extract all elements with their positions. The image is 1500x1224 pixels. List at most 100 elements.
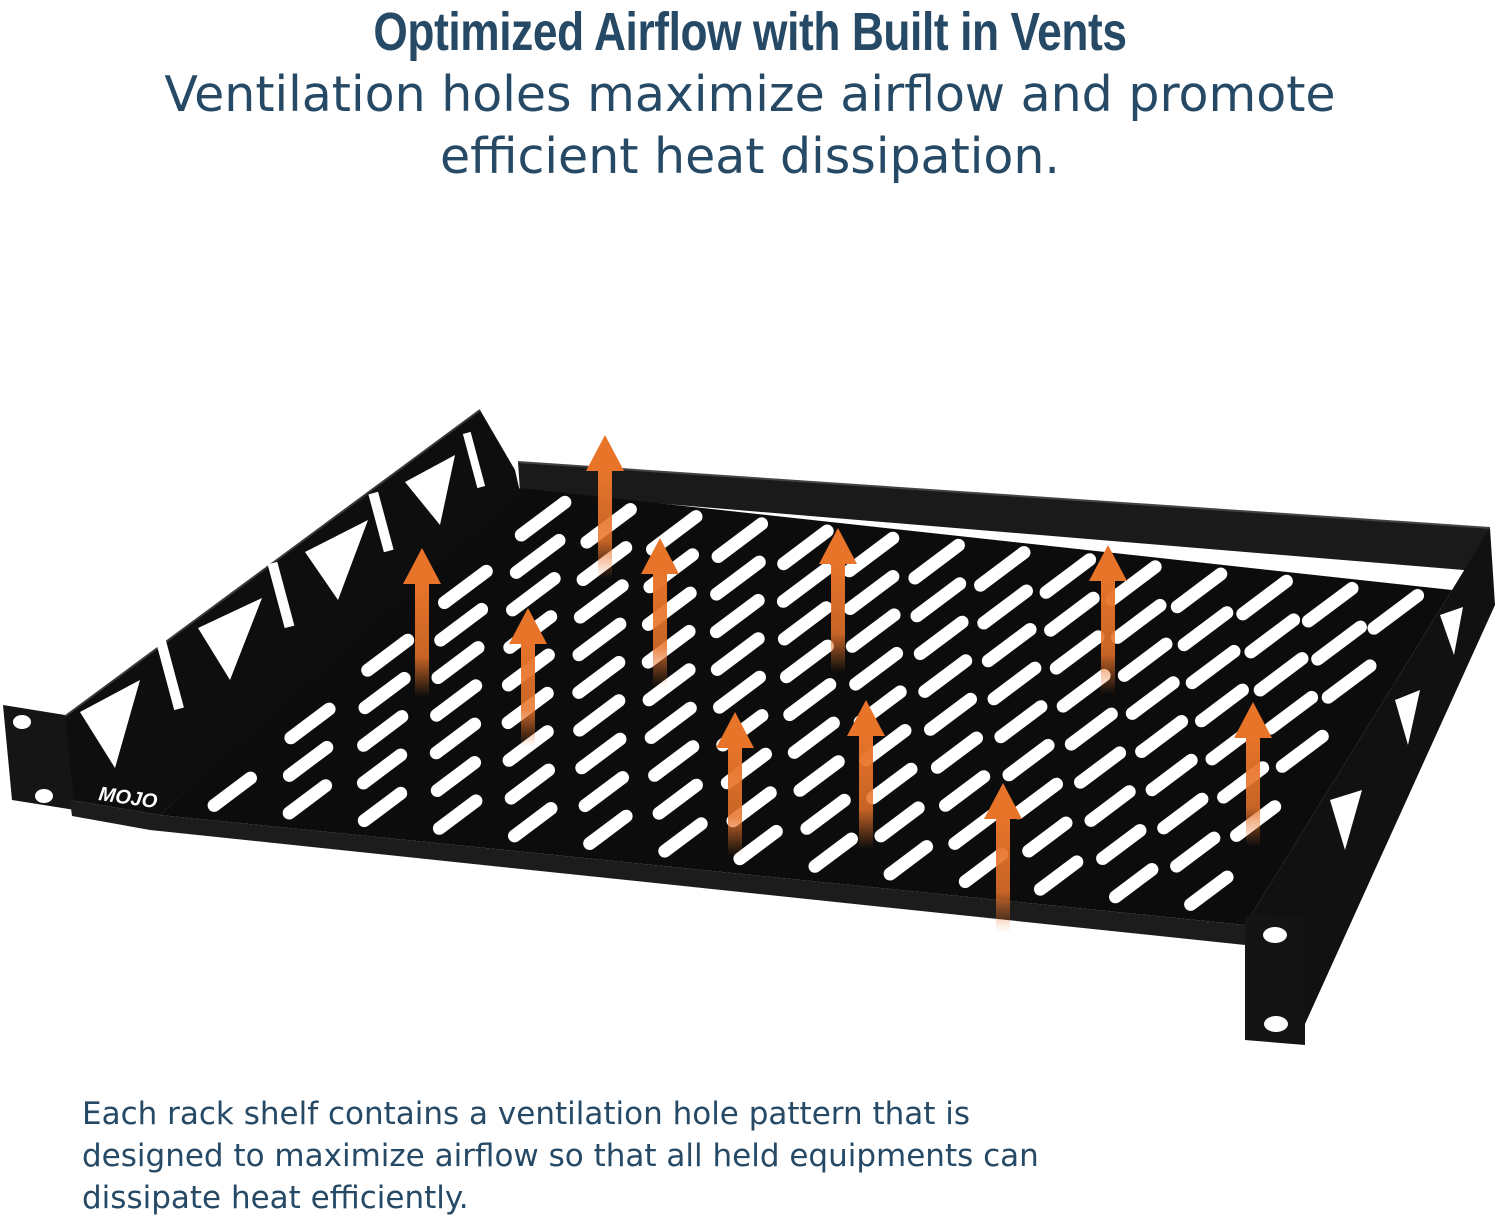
vent-slot [1109, 863, 1159, 904]
vent-slot [282, 740, 334, 782]
airflow-arrow-icon [1089, 545, 1127, 694]
vent-slot [1096, 824, 1147, 865]
vent-slot [431, 641, 485, 685]
vent-slot [430, 756, 482, 797]
vent-slot [842, 531, 900, 578]
vent-slot [1002, 738, 1055, 782]
vent-slot [1145, 753, 1198, 797]
vent-slot [713, 670, 766, 714]
vent-slot [1056, 668, 1111, 713]
vent-slot [808, 832, 858, 873]
vent-slot [711, 517, 769, 563]
vent-slot [1044, 591, 1100, 637]
vent-slot [282, 779, 333, 820]
vent-slot [981, 623, 1037, 668]
vent-slot [777, 524, 834, 571]
vent-slot [1244, 613, 1301, 659]
vent-slot [948, 808, 999, 850]
vent-slot [357, 710, 409, 752]
vent-slot [974, 546, 1031, 592]
vent-slot [506, 572, 561, 617]
vent-slot [800, 793, 851, 835]
vent-slot [1177, 606, 1234, 652]
vent-slot [1321, 659, 1377, 704]
vent-slot [573, 694, 626, 737]
airflow-arrow-icon [847, 700, 885, 849]
airflow-arrow-icon [984, 783, 1022, 932]
vent-slot [777, 601, 833, 646]
vent-slot [780, 639, 834, 684]
vent-slot [874, 801, 925, 843]
vent-slot [432, 794, 483, 835]
vent-slot [913, 615, 969, 661]
vent-slot [1125, 676, 1180, 720]
description-text: Each rack shelf contains a ventilation h… [82, 1096, 1039, 1216]
vent-slot [1185, 644, 1241, 690]
vent-slot [583, 809, 633, 850]
vent-slot [642, 663, 696, 707]
vent-slot [866, 762, 918, 805]
vent-slot [1074, 746, 1127, 789]
vent-slot [284, 702, 336, 745]
airflow-arrow-icon [509, 608, 547, 747]
vent-slot [508, 802, 558, 843]
airflow-arrow-icon [716, 712, 754, 856]
airflow-arrow-icon [819, 528, 857, 672]
vent-slot [709, 593, 765, 639]
vent-slot [1170, 567, 1228, 614]
vent-slot [845, 608, 901, 653]
vent-slot [1236, 574, 1293, 621]
vent-slot [930, 731, 983, 774]
vent-slot [1117, 637, 1173, 682]
vent-slot [958, 847, 1009, 889]
vent-slot [1033, 855, 1084, 896]
vent-slot [573, 579, 629, 624]
vent-slot [977, 584, 1033, 630]
vent-slot [578, 771, 629, 813]
vent-slot [358, 671, 411, 715]
vent-slot [1135, 715, 1189, 758]
vent-slot [207, 771, 257, 812]
vent-slot [783, 678, 837, 722]
airflow-arrow-icon [641, 538, 679, 687]
vent-slot [1039, 553, 1097, 599]
vent-slot [1157, 792, 1209, 835]
header: Optimized Airflow with Built in Vents Ve… [0, 0, 1500, 188]
vent-slot [910, 577, 967, 623]
vent-slot [430, 679, 483, 722]
vent-slot [1253, 652, 1309, 697]
vent-slot [357, 786, 408, 828]
vent-slot [572, 617, 627, 662]
vent-slot [776, 562, 833, 608]
vent-slot [652, 778, 703, 820]
vent-slot [504, 763, 555, 805]
vent-slot [509, 533, 566, 579]
vent-slot [438, 564, 493, 610]
vent-slot [1064, 707, 1118, 751]
vent-slot [429, 717, 482, 760]
vent-slot [1275, 729, 1329, 773]
vent-slot [356, 748, 408, 790]
vent-slot [787, 716, 840, 759]
vent-slot [994, 700, 1048, 744]
vent-slot [658, 817, 708, 858]
vent-slot [1084, 785, 1136, 827]
airflow-arrow-icon [1234, 702, 1272, 846]
vent-slot [644, 701, 697, 744]
vent-slot [733, 824, 783, 866]
airflow-arrow-icon [586, 435, 624, 579]
page-subtitle: Ventilation holes maximize airflow and p… [164, 66, 1336, 185]
vent-slot [1311, 620, 1367, 666]
vent-slot [924, 692, 977, 736]
rack-shelf-image: MOJO [3, 409, 1495, 1045]
vent-slot [1367, 589, 1425, 635]
vent-slot [793, 755, 845, 797]
vent-slot [987, 661, 1042, 706]
vent-slot [1022, 816, 1073, 858]
side-cutouts [80, 431, 1463, 850]
vent-slot [1170, 831, 1221, 873]
vent-slot [710, 632, 765, 676]
vent-slot [1184, 870, 1234, 911]
vent-slot [572, 655, 626, 699]
vent-slot [1301, 581, 1359, 628]
